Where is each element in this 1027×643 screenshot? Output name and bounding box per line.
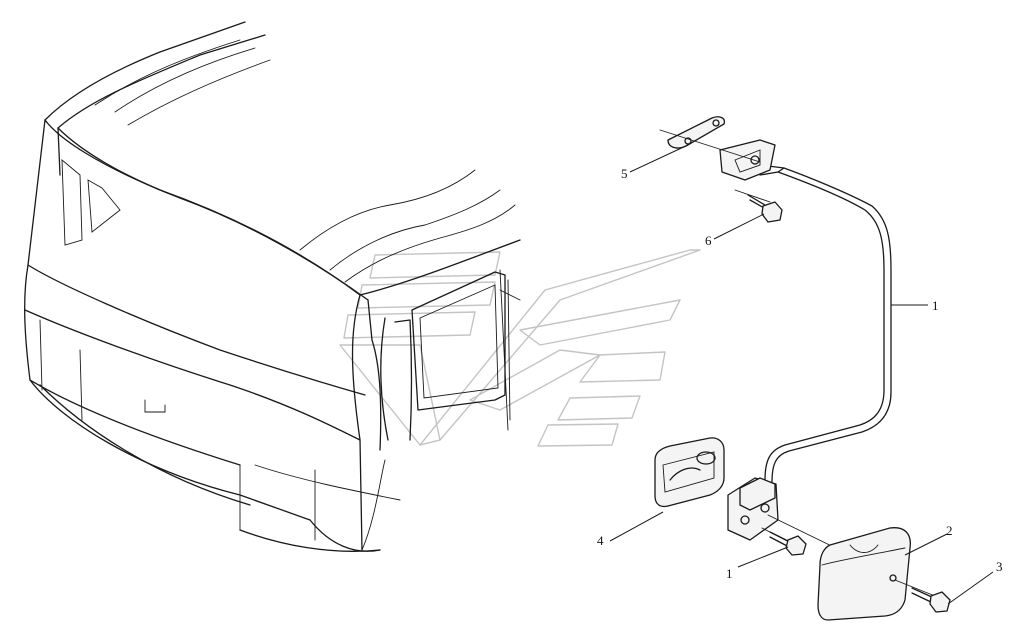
callout-4-housing: 4 [597,533,604,548]
watermark-logo [339,249,701,447]
bolt-upper [734,189,783,223]
callout-2-cover: 2 [946,523,953,538]
leader-lines [609,143,994,605]
handle-housing [654,437,725,508]
callout-1-bolt-lower: 1 [726,566,733,581]
callout-3-bolt: 3 [996,559,1003,574]
release-cable [759,164,928,483]
bolt-right [894,579,951,613]
bolt-lower-left [761,527,807,556]
callout-labels: 1 2 3 4 1 5 6 [597,166,1003,581]
latch-cover [817,527,911,621]
callout-1-cable: 1 [932,298,939,313]
upper-bracket [659,116,776,181]
truck-cab [24,21,521,552]
lower-latch-bracket [727,477,851,556]
callout-6-bolt-upper: 6 [705,233,712,248]
callout-5-plate: 5 [621,166,628,181]
